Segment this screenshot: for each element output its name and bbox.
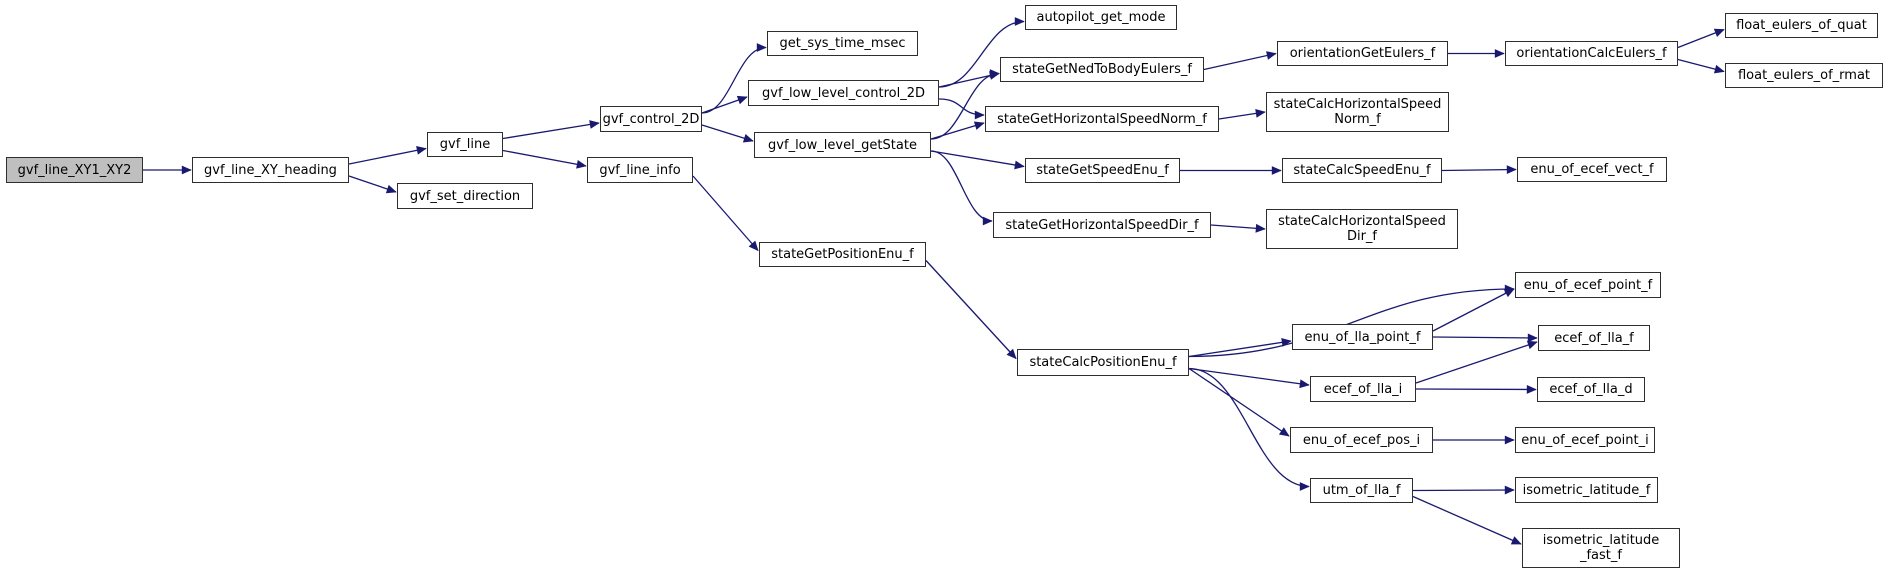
node-orientationcalceulers-f[interactable]: orientationCalcEulers_f	[1505, 41, 1678, 66]
node-float-eulers-of-rmat[interactable]: float_eulers_of_rmat	[1725, 63, 1883, 88]
node-utm-of-lla-f[interactable]: utm_of_lla_f	[1310, 478, 1413, 503]
edge-stategethorizontalspeednorm-f-to-statecalchorizontalspeed-norm-f	[1218, 109, 1266, 120]
node-gvf-line-xy1-xy2[interactable]: gvf_line_XY1_XY2	[6, 157, 143, 183]
node-enu-of-ecef-point-i[interactable]: enu_of_ecef_point_i	[1515, 427, 1655, 453]
node-gvf-line[interactable]: gvf_line	[427, 132, 503, 157]
edge-gvf-low-level-getstate-to-stategethorizontalspeeddir-f	[930, 150, 993, 226]
edge-orientationcalceulers-f-to-float-eulers-of-rmat	[1677, 58, 1725, 74]
node-enu-of-ecef-point-f[interactable]: enu_of_ecef_point_f	[1515, 272, 1661, 298]
node-stategetnedtobodyeulers-f[interactable]: stateGetNedToBodyEulers_f	[1000, 57, 1204, 82]
edge-statecalcspeedenu-f-to-enu-of-ecef-vect-f	[1441, 165, 1517, 175]
node-statecalchorizontalspeed-norm-f[interactable]: stateCalcHorizontalSpeed Norm_f	[1266, 92, 1449, 132]
edge-enu-of-lla-point-f-to-enu-of-ecef-point-f	[1432, 288, 1515, 332]
edge-gvf-low-level-getstate-to-stategetspeedenu-f	[930, 150, 1025, 170]
edge-enu-of-lla-point-f-to-ecef-of-lla-f	[1432, 333, 1538, 343]
edge-stategetnedtobodyeulers-f-to-orientationgeteulers-f	[1203, 51, 1277, 71]
node-isometric-latitude-fast-f[interactable]: isometric_latitude _fast_f	[1522, 528, 1680, 568]
node-stategetspeedenu-f[interactable]: stateGetSpeedEnu_f	[1025, 158, 1180, 183]
node-enu-of-lla-point-f[interactable]: enu_of_lla_point_f	[1292, 324, 1433, 350]
edge-statecalcpositionenu-f-to-utm-of-lla-f	[1188, 367, 1310, 491]
node-float-eulers-of-quat[interactable]: float_eulers_of_quat	[1725, 13, 1878, 38]
node-statecalchorizontalspeed-dir-f[interactable]: stateCalcHorizontalSpeed Dir_f	[1266, 209, 1458, 249]
node-autopilot-get-mode[interactable]: autopilot_get_mode	[1025, 5, 1177, 30]
node-get-sys-time-msec[interactable]: get_sys_time_msec	[767, 31, 918, 56]
edge-ecef-of-lla-i-to-ecef-of-lla-f	[1415, 340, 1538, 384]
node-statecalcpositionenu-f[interactable]: stateCalcPositionEnu_f	[1017, 349, 1189, 376]
edge-stategethorizontalspeeddir-f-to-statecalchorizontalspeed-dir-f	[1210, 223, 1266, 233]
node-stategethorizontalspeeddir-f[interactable]: stateGetHorizontalSpeedDir_f	[993, 212, 1211, 238]
edge-gvf-line-to-gvf-line-info	[502, 149, 587, 169]
node-isometric-latitude-f[interactable]: isometric_latitude_f	[1515, 477, 1658, 503]
edge-utm-of-lla-f-to-isometric-latitude-f	[1412, 485, 1515, 495]
edge-orientationcalceulers-f-to-float-eulers-of-quat	[1677, 28, 1725, 49]
node-stategetpositionenu-f[interactable]: stateGetPositionEnu_f	[759, 242, 926, 267]
node-orientationgeteulers-f[interactable]: orientationGetEulers_f	[1277, 41, 1448, 66]
node-enu-of-ecef-vect-f[interactable]: enu_of_ecef_vect_f	[1517, 157, 1667, 182]
edge-statecalcpositionenu-f-to-enu-of-ecef-point-f	[1188, 284, 1515, 358]
edge-gvf-line-xy-heading-to-gvf-line	[348, 146, 427, 165]
node-gvf-line-xy-heading[interactable]: gvf_line_XY_heading	[192, 157, 349, 183]
node-enu-of-ecef-pos-i[interactable]: enu_of_ecef_pos_i	[1290, 427, 1433, 453]
node-gvf-line-info[interactable]: gvf_line_info	[587, 157, 693, 183]
node-ecef-of-lla-i[interactable]: ecef_of_lla_i	[1310, 376, 1416, 402]
node-gvf-control-2d[interactable]: gvf_control_2D	[600, 106, 702, 132]
edge-gvf-low-level-getstate-to-stategethorizontalspeednorm-f	[930, 121, 985, 140]
edge-gvf-control-2d-to-gvf-low-level-getstate	[701, 124, 754, 143]
node-stategethorizontalspeednorm-f[interactable]: stateGetHorizontalSpeedNorm_f	[985, 106, 1219, 132]
edge-statecalcpositionenu-f-to-enu-of-ecef-pos-i	[1188, 367, 1290, 437]
edge-gvf-control-2d-to-gvf-low-level-control-2d	[701, 95, 748, 114]
node-ecef-of-lla-d[interactable]: ecef_of_lla_d	[1537, 377, 1645, 402]
edge-ecef-of-lla-i-to-ecef-of-lla-d	[1415, 385, 1537, 394]
node-statecalcspeedenu-f[interactable]: stateCalcSpeedEnu_f	[1282, 158, 1442, 183]
edge-utm-of-lla-f-to-isometric-latitude-fast-f	[1412, 495, 1522, 545]
edge-gvf-line-info-to-stategetpositionenu-f	[692, 175, 759, 252]
edge-gvf-line-xy-heading-to-gvf-set-direction	[348, 175, 397, 194]
node-gvf-low-level-getstate[interactable]: gvf_low_level_getState	[754, 132, 931, 158]
node-gvf-low-level-control-2d[interactable]: gvf_low_level_control_2D	[748, 80, 939, 106]
node-ecef-of-lla-f[interactable]: ecef_of_lla_f	[1538, 325, 1650, 351]
edge-statecalcpositionenu-f-to-enu-of-lla-point-f	[1188, 338, 1292, 358]
edge-statecalcpositionenu-f-to-ecef-of-lla-i	[1188, 367, 1310, 389]
edge-gvf-low-level-control-2d-to-stategethorizontalspeednorm-f	[938, 98, 985, 120]
edge-gvf-line-to-gvf-control-2d	[502, 120, 600, 140]
node-gvf-set-direction[interactable]: gvf_set_direction	[397, 183, 533, 209]
edge-stategetpositionenu-f-to-statecalcpositionenu-f	[925, 260, 1017, 360]
